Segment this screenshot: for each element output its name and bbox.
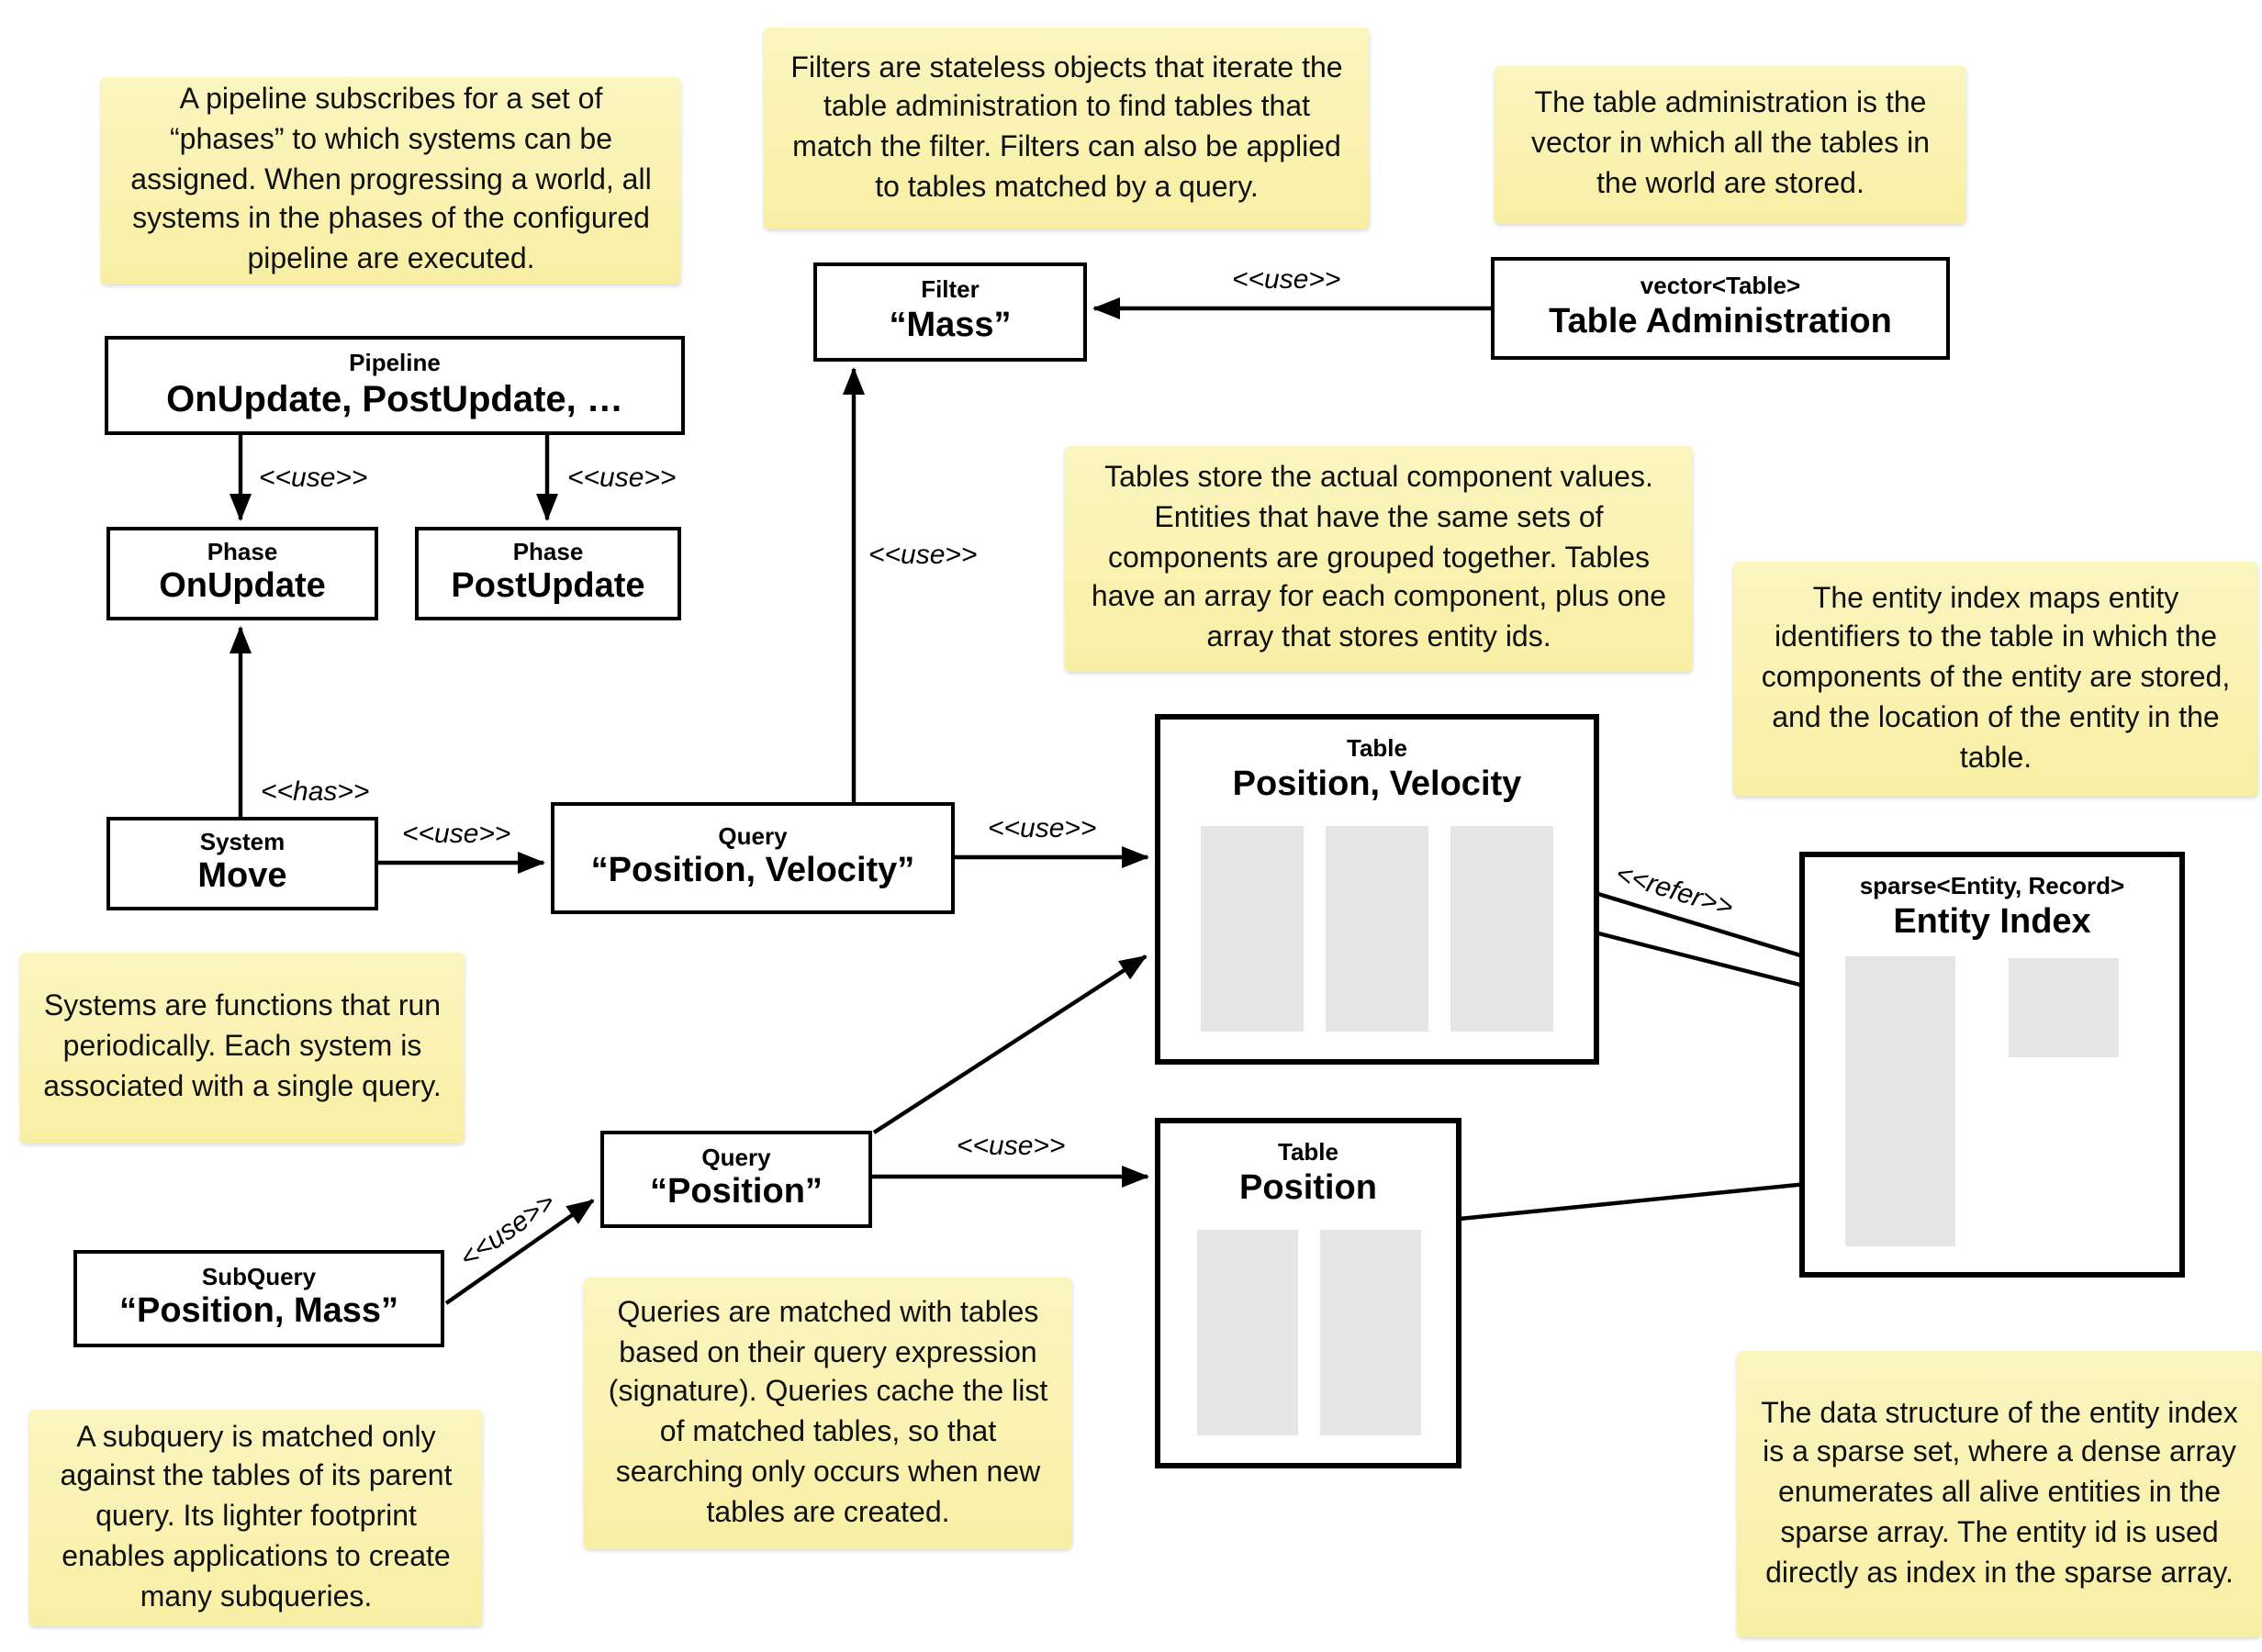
note-pipeline: A pipeline subscribes for a set of “phas… (101, 77, 681, 285)
note-systems-text: Systems are functions that run periodica… (43, 991, 442, 1103)
component-array-column (1319, 1230, 1420, 1435)
note-tables: Tables store the actual component values… (1065, 446, 1693, 672)
subquery-position-mass-name-label: “Position, Mass” (118, 1292, 399, 1332)
filter-mass-name-label: “Mass” (889, 306, 1012, 345)
table-position-velocity-name-label: Position, Velocity (1232, 765, 1522, 804)
table-administration-type-label: vector<Table> (1640, 272, 1801, 300)
note-table-administration: The table administration is the vector i… (1495, 66, 1966, 224)
phase-onupdate-type-label: Phase (207, 537, 278, 565)
note-sparse-set: The data structure of the entity index i… (1737, 1351, 2262, 1637)
query-position-velocity-box: Query “Position, Velocity” (551, 802, 955, 914)
note-table-administration-text: The table administration is the vector i… (1531, 88, 1930, 200)
note-sparse-set-text: The data structure of the entity index i… (1761, 1398, 2238, 1590)
use-label: <<use>> (988, 813, 1097, 844)
phase-postupdate-name-label: PostUpdate (451, 567, 645, 607)
entity-index-type-label: sparse<Entity, Record> (1859, 872, 2125, 899)
use-label: <<use>> (402, 819, 511, 850)
system-move-type-label: System (199, 827, 286, 855)
filter-mass-box: Filter “Mass” (813, 262, 1087, 362)
use-label: <<use>> (259, 463, 368, 494)
component-array-column (1326, 826, 1428, 1032)
component-array-column (1201, 826, 1304, 1032)
pipeline-box: Pipeline OnUpdate, PostUpdate, … (105, 336, 685, 435)
arrow-querypos-to-tablepv (872, 954, 1148, 1134)
sparse-array (1845, 956, 1955, 1246)
table-administration-name-label: Table Administration (1549, 302, 1892, 341)
entity-index-name-label: Entity Index (1893, 902, 2091, 942)
table-administration-box: vector<Table> Table Administration (1491, 257, 1950, 360)
use-label: <<use>> (454, 1187, 562, 1275)
note-subquery-text: A subquery is matched only against the t… (60, 1422, 453, 1613)
query-position-type-label: Query (701, 1143, 771, 1171)
note-systems: Systems are functions that run periodica… (20, 953, 465, 1144)
table-position-type-label: Table (1278, 1138, 1338, 1166)
system-move-name-label: Move (197, 857, 287, 897)
table-position-velocity-columns (1160, 826, 1594, 1032)
use-label: <<use>> (957, 1131, 1066, 1162)
subquery-position-mass-box: SubQuery “Position, Mass” (73, 1250, 444, 1347)
note-entity-index: The entity index maps entity identifiers… (1733, 562, 2258, 797)
query-position-name-label: “Position” (650, 1173, 823, 1212)
subquery-position-mass-type-label: SubQuery (201, 1262, 317, 1290)
pipeline-name-label: OnUpdate, PostUpdate, … (166, 380, 623, 421)
phase-onupdate-box: Phase OnUpdate (106, 527, 378, 620)
note-filters-text: Filters are stateless objects that itera… (790, 52, 1343, 204)
arrow-entityindex-to-tablepos (1421, 1178, 1844, 1232)
phase-postupdate-box: Phase PostUpdate (415, 527, 681, 620)
note-entity-index-text: The entity index maps entity identifiers… (1761, 583, 2231, 775)
has-label: <<has>> (261, 776, 370, 808)
pipeline-type-label: Pipeline (349, 348, 441, 376)
use-label: <<use>> (868, 540, 978, 571)
filter-mass-type-label: Filter (921, 275, 980, 304)
use-label: <<use>> (567, 463, 677, 494)
component-array-column (1196, 1230, 1297, 1435)
query-position-velocity-name-label: “Position, Velocity” (590, 852, 915, 891)
table-position-name-label: Position (1239, 1168, 1377, 1208)
table-position-columns (1160, 1230, 1456, 1435)
table-position-velocity-box: Table Position, Velocity (1155, 714, 1599, 1065)
note-filters: Filters are stateless objects that itera… (764, 28, 1370, 229)
system-move-box: System Move (106, 817, 378, 910)
query-position-box: Query “Position” (600, 1131, 872, 1228)
refer-label: <<refer>> (1611, 858, 1737, 924)
note-pipeline-text: A pipeline subscribes for a set of “phas… (130, 84, 652, 276)
phase-postupdate-type-label: Phase (512, 537, 584, 565)
use-label: <<use>> (1232, 264, 1341, 296)
note-subquery: A subquery is matched only against the t… (29, 1410, 483, 1626)
entity-index-box: sparse<Entity, Record> Entity Index (1799, 852, 2185, 1278)
note-tables-text: Tables store the actual component values… (1091, 463, 1667, 654)
table-position-box: Table Position (1155, 1118, 1461, 1468)
query-position-velocity-type-label: Query (718, 821, 788, 850)
phase-onupdate-name-label: OnUpdate (159, 567, 326, 607)
dense-array (2009, 958, 2119, 1057)
note-queries: Queries are matched with tables based on… (584, 1278, 1072, 1549)
component-array-column (1450, 826, 1553, 1032)
note-queries-text: Queries are matched with tables based on… (608, 1297, 1048, 1529)
table-position-velocity-type-label: Table (1347, 734, 1407, 762)
